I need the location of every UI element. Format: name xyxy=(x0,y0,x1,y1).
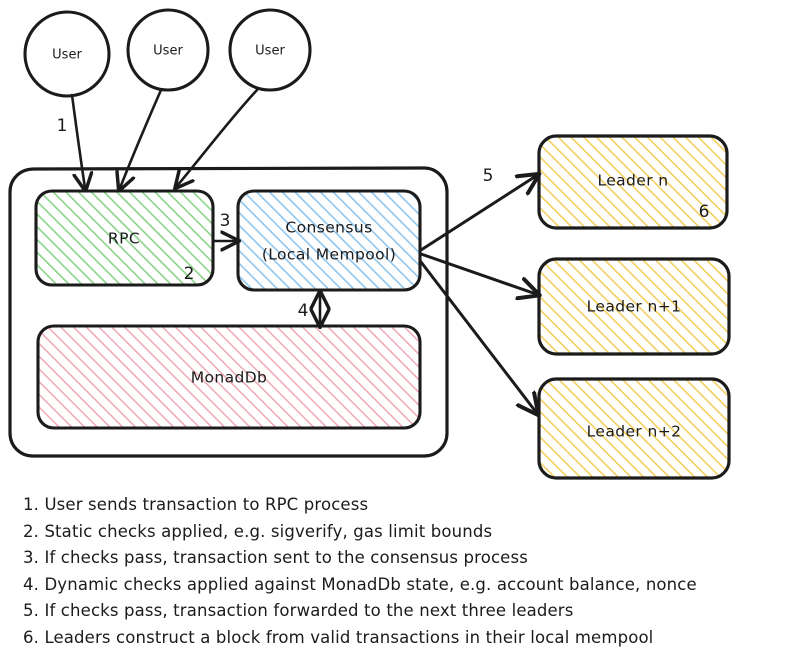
node-leader-n[interactable]: Leader n 6 xyxy=(537,134,729,230)
node-leader-n1[interactable]: Leader n+1 xyxy=(537,257,731,356)
node-consensus-label-line1: Consensus xyxy=(285,219,372,237)
legend-item-6: 6. Leaders construct a block from valid … xyxy=(23,627,654,647)
legend-item-1: 1. User sends transaction to RPC process xyxy=(23,495,369,514)
node-leader-n-label: Leader n xyxy=(597,172,668,190)
user-node-1-label: User xyxy=(52,48,82,63)
user-node-2[interactable]: User xyxy=(126,8,210,92)
user-node-3-label: User xyxy=(255,44,285,59)
legend-list: 1. User sends transaction to RPC process… xyxy=(23,492,793,651)
user-node-2-label: User xyxy=(153,44,183,59)
node-consensus-label-line2: (Local Mempool) xyxy=(262,246,396,264)
legend-item-4: 4. Dynamic checks applied against MonadD… xyxy=(23,574,697,594)
user-node-1[interactable]: User xyxy=(23,10,111,98)
step-label-5: 5 xyxy=(483,166,494,186)
edge-user3-to-rpc xyxy=(177,88,259,186)
legend-item-5: 5. If checks pass, transaction forwarded… xyxy=(23,601,574,620)
node-monaddb[interactable]: MonadDb xyxy=(36,324,422,430)
node-consensus[interactable]: Consensus (Local Mempool) xyxy=(236,189,422,292)
step-label-4: 4 xyxy=(298,301,309,321)
step-label-6: 6 xyxy=(699,202,710,222)
node-leader-n1-label: Leader n+1 xyxy=(587,298,682,316)
edge-user1-to-rpc xyxy=(70,93,85,188)
node-leader-n2-label: Leader n+2 xyxy=(587,423,682,441)
step-label-1: 1 xyxy=(57,116,68,136)
edge-consensus-to-leader-n2 xyxy=(419,260,536,412)
edge-consensus-to-leader-n1 xyxy=(419,252,536,294)
step-label-2: 2 xyxy=(184,264,195,284)
legend-item-2: 2. Static checks applied, e.g. sigverify… xyxy=(23,521,493,541)
legend-item-3: 3. If checks pass, transaction sent to t… xyxy=(23,548,528,567)
node-leader-n2[interactable]: Leader n+2 xyxy=(537,377,731,480)
node-rpc[interactable]: RPC 2 xyxy=(34,189,215,287)
node-container xyxy=(8,166,449,458)
user-node-3[interactable]: User xyxy=(228,8,312,92)
edge-consensus-to-leader-n xyxy=(419,176,536,252)
node-rpc-label: RPC xyxy=(108,230,140,248)
edge-user2-to-rpc xyxy=(120,88,163,188)
node-monaddb-label: MonadDb xyxy=(191,369,268,387)
step-label-3: 3 xyxy=(220,211,231,231)
